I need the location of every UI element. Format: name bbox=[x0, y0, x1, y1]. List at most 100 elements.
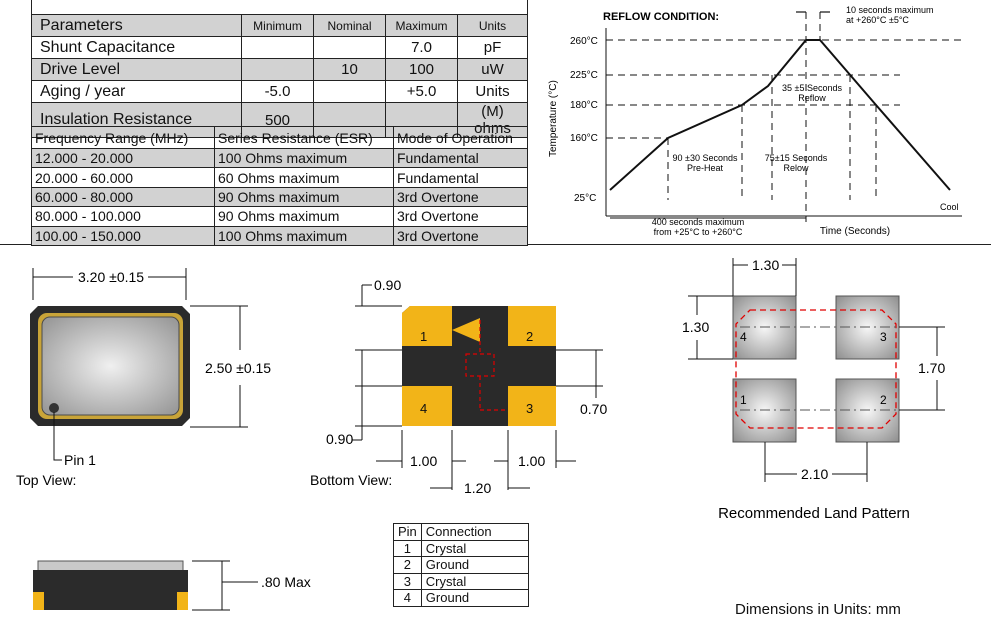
pin-row: 3 Crystal bbox=[393, 572, 530, 590]
pin-number: 2 bbox=[393, 556, 422, 574]
freq-esr: 60 Ohms maximum bbox=[214, 167, 394, 188]
freq-row: 20.000 - 60.000 60 Ohms maximum Fundamen… bbox=[31, 167, 528, 188]
side-dimension-lines bbox=[192, 560, 258, 611]
side-height-dim: .80 Max bbox=[261, 574, 311, 590]
table-left-border bbox=[31, 0, 32, 14]
dim-top-pad: 0.90 bbox=[374, 277, 401, 293]
temp-260: 260°C bbox=[570, 36, 598, 47]
bottom-dimension-lines bbox=[352, 284, 603, 490]
pin-connection: Crystal bbox=[420, 539, 530, 557]
pad-4 bbox=[402, 386, 452, 426]
units-note: Dimensions in Units: mm bbox=[735, 601, 901, 618]
land-pattern-caption: Recommended Land Pattern bbox=[718, 505, 910, 522]
pin-connection-table: Pin Connection 1 Crystal 2 Ground 3 Crys… bbox=[393, 523, 530, 607]
spec-param: Aging / year bbox=[31, 80, 242, 103]
land-dim-pad-height: 1.30 bbox=[682, 319, 709, 335]
spec-row: Drive Level 10 100 uW bbox=[31, 58, 528, 81]
relow-line2: Relow bbox=[783, 163, 809, 173]
x-axis-label: Time (Seconds) bbox=[820, 226, 890, 237]
spec-header-min: Minimum bbox=[241, 14, 314, 37]
spec-header-nom: Nominal bbox=[313, 14, 386, 37]
spec-header-units: Units bbox=[457, 14, 528, 37]
peak-note-line2: at +260°C ±5°C bbox=[846, 15, 909, 25]
total-line1: 400 seconds maximum bbox=[652, 217, 745, 227]
spec-param: Drive Level bbox=[31, 58, 242, 81]
preheat-line2: Pre-Heat bbox=[687, 163, 724, 173]
preheat-line1: 90 ±30 Seconds bbox=[673, 153, 738, 163]
freq-row: 12.000 - 20.000 100 Ohms maximum Fundame… bbox=[31, 147, 528, 169]
pad-2 bbox=[508, 306, 556, 346]
spec-min: -5.0 bbox=[241, 80, 314, 103]
pin-number: 1 bbox=[393, 539, 422, 557]
pad-1-trace bbox=[452, 318, 480, 342]
side-body bbox=[33, 570, 188, 610]
spec-row: Shunt Capacitance 7.0 pF bbox=[31, 36, 528, 59]
freq-mode: 3rd Overtone bbox=[393, 206, 528, 227]
land-label-2: 2 bbox=[880, 393, 887, 407]
spec-unit: uW bbox=[457, 58, 528, 81]
pad-label-4: 4 bbox=[420, 401, 427, 416]
land-dim-vertical-pitch: 1.70 bbox=[918, 360, 945, 376]
freq-header-range: Frequency Range (MHz) bbox=[31, 126, 215, 149]
pin-connection: Ground bbox=[420, 589, 530, 607]
spec-nom bbox=[313, 36, 386, 59]
spec-max: +5.0 bbox=[385, 80, 458, 103]
package-outline bbox=[735, 309, 897, 429]
spec-nom: 10 bbox=[313, 58, 386, 81]
freq-range: 80.000 - 100.000 bbox=[31, 206, 215, 227]
freq-mode: 3rd Overtone bbox=[393, 186, 528, 208]
pin-number: 4 bbox=[393, 589, 422, 607]
spec-row: Aging / year -5.0 +5.0 Units bbox=[31, 80, 528, 103]
side-lid bbox=[37, 560, 184, 572]
freq-esr: 100 Ohms maximum bbox=[214, 147, 394, 169]
center-lines bbox=[740, 326, 900, 411]
land-dimension-lines bbox=[688, 258, 945, 482]
temp-180: 180°C bbox=[570, 100, 598, 111]
bottom-view-diagram: 1 2 3 4 0.90 0.90 0.70 1.00 1.00 1.20 Bo… bbox=[310, 277, 607, 496]
axes bbox=[605, 28, 962, 217]
top-lid bbox=[41, 316, 180, 416]
top-height-dim: 2.50 ±0.15 bbox=[205, 360, 271, 376]
spec-header-max: Maximum bbox=[385, 14, 458, 37]
pin-number: 3 bbox=[393, 572, 422, 590]
top-width-dim: 3.20 ±0.15 bbox=[78, 269, 144, 285]
freq-esr: 90 Ohms maximum bbox=[214, 186, 394, 208]
reflow-curve bbox=[609, 39, 951, 191]
freq-header-esr: Series Resistance (ESR) bbox=[214, 126, 394, 149]
reflow35-line2: Reflow bbox=[798, 93, 826, 103]
internal-crystal-outline bbox=[465, 320, 508, 411]
freq-range: 12.000 - 20.000 bbox=[31, 147, 215, 169]
pin-header: Pin bbox=[393, 523, 422, 541]
land-pattern-diagram: 4 3 1 2 1.30 1.30 1.70 2.10 Recommended … bbox=[682, 257, 945, 522]
frequency-table: Frequency Range (MHz) Series Resistance … bbox=[31, 126, 528, 246]
dim-center: 1.20 bbox=[464, 480, 491, 496]
land-label-4: 4 bbox=[740, 330, 747, 344]
land-dim-pad-width: 1.30 bbox=[752, 257, 779, 273]
spec-header-parameters: Parameters bbox=[31, 14, 242, 37]
temp-160: 160°C bbox=[570, 133, 598, 144]
dim-left-width: 1.00 bbox=[410, 453, 437, 469]
side-pad-right bbox=[177, 592, 188, 610]
connection-header: Connection bbox=[420, 523, 530, 541]
relow-line1: 75±15 Seconds bbox=[765, 153, 828, 163]
spec-table: Parameters Minimum Nominal Maximum Units… bbox=[31, 14, 528, 138]
y-axis-label: Temperature (°C) bbox=[548, 80, 559, 157]
freq-header-mode: Mode of Operation bbox=[393, 126, 528, 149]
pin-row: 4 Ground bbox=[393, 589, 530, 607]
reflow35-line1: 35 ±5 Seconds bbox=[782, 83, 842, 93]
top-view-caption: Top View: bbox=[16, 472, 76, 488]
dim-right-gap: 0.70 bbox=[580, 401, 607, 417]
total-line2: from +25°C to +260°C bbox=[654, 227, 743, 237]
spec-max: 7.0 bbox=[385, 36, 458, 59]
side-pad-left bbox=[33, 592, 44, 610]
pad-1 bbox=[402, 306, 452, 346]
land-label-3: 3 bbox=[880, 330, 887, 344]
reflow-title: REFLOW CONDITION: bbox=[603, 11, 719, 23]
pin-connection: Ground bbox=[420, 556, 530, 574]
land-label-1: 1 bbox=[740, 393, 747, 407]
freq-esr: 90 Ohms maximum bbox=[214, 206, 394, 227]
temp-25: 25°C bbox=[574, 193, 596, 204]
reflow-diagram: REFLOW CONDITION: 10 seconds maximum at … bbox=[548, 5, 962, 237]
top-view-diagram: 3.20 ±0.15 2.50 ±0.15 Pin 1 Top View: bbox=[16, 268, 271, 488]
table-right-border bbox=[527, 0, 528, 14]
